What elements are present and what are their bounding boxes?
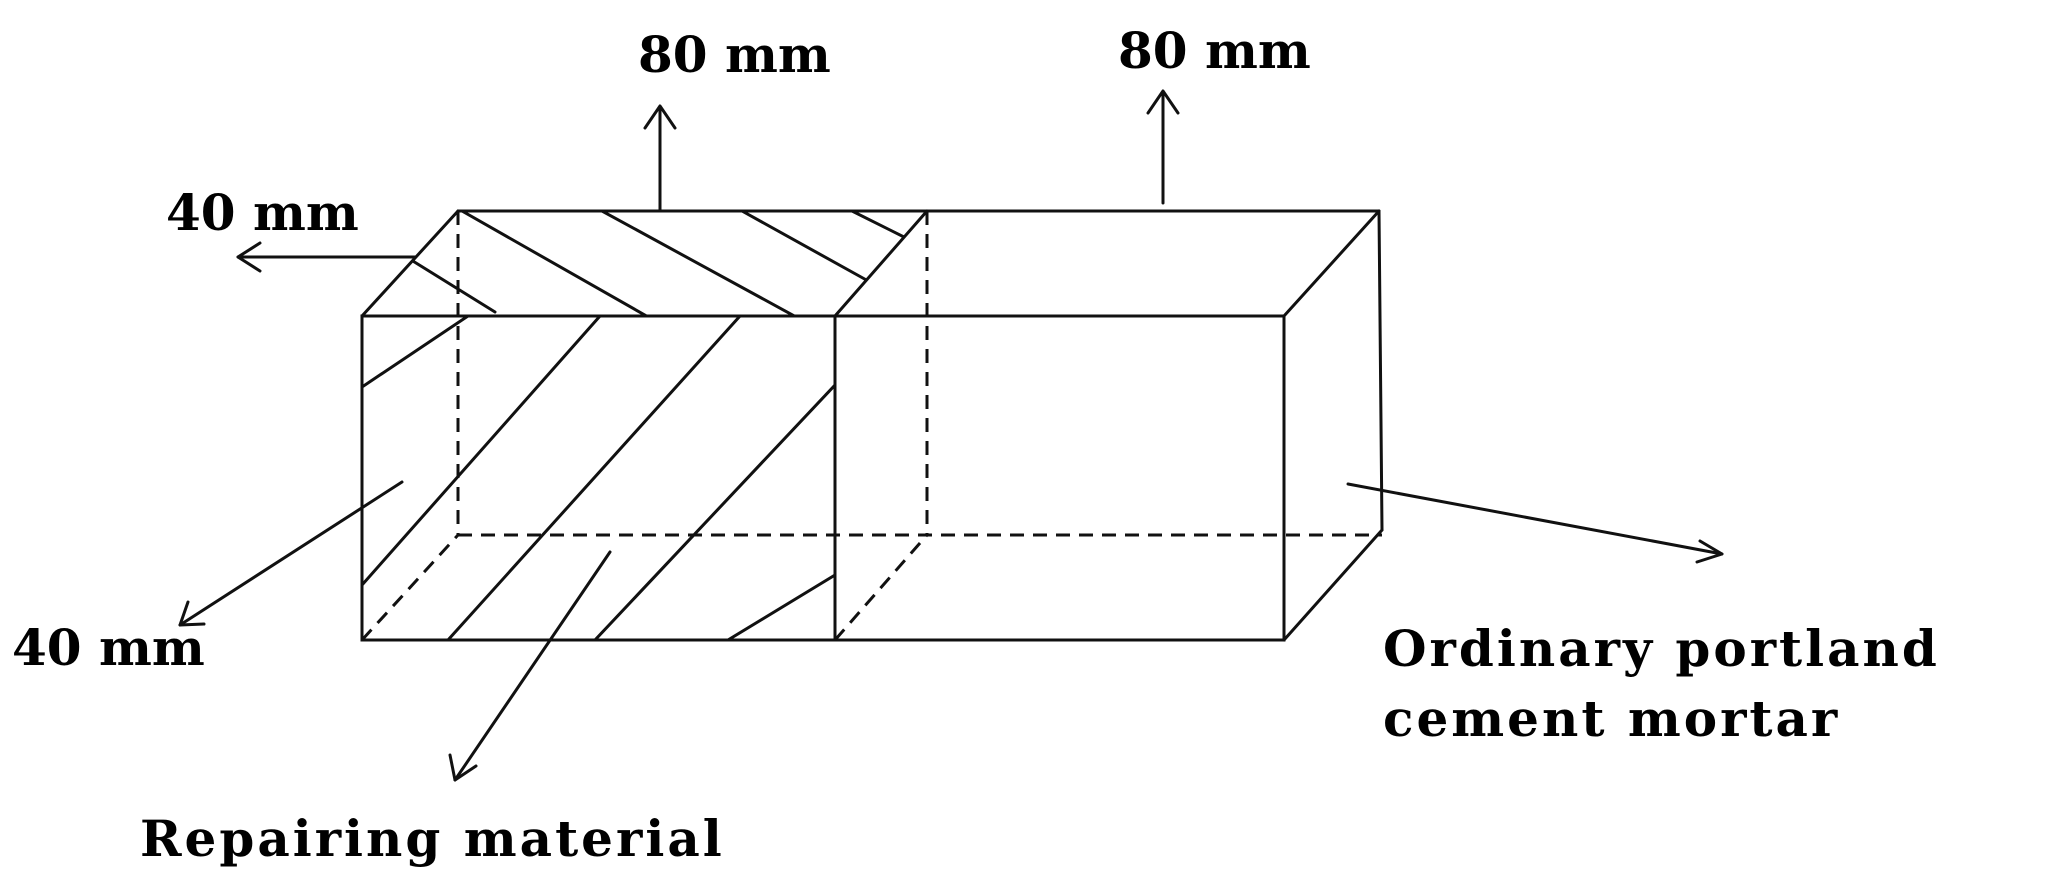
mortar-label-line1: Ordinary portland	[1383, 619, 1940, 678]
prism-outline	[360, 209, 1384, 642]
mortar-label-line2: cement mortar	[1383, 689, 1840, 748]
prism-hidden-edges	[360, 211, 1382, 642]
repairing-material-label: Repairing material	[140, 809, 725, 868]
depth-label: 40 mm	[166, 183, 359, 242]
top-left-length-label: 80 mm	[638, 25, 831, 84]
depth-arrow	[236, 241, 417, 273]
height-label: 40 mm	[12, 618, 205, 677]
repair-front-hatching	[362, 316, 835, 640]
repair-top-hatching	[406, 211, 912, 316]
top-left-length-arrow	[643, 104, 677, 213]
top-right-length-label: 80 mm	[1118, 21, 1311, 80]
top-right-length-arrow	[1146, 89, 1180, 205]
mortar-pointer	[1346, 482, 1724, 564]
repair-material-pointer	[448, 550, 612, 782]
height-arrow	[178, 480, 404, 627]
